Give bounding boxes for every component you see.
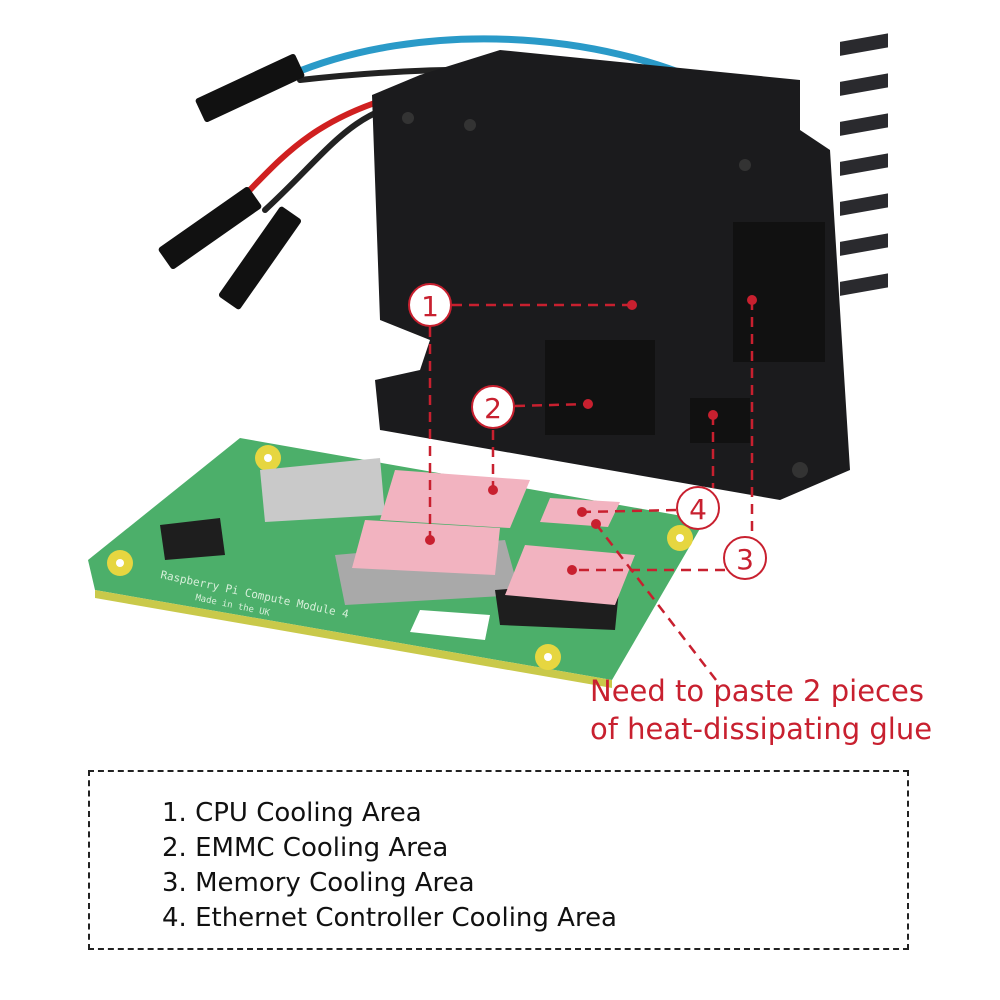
legend-item: 1. CPU Cooling Area xyxy=(162,798,422,828)
glue-note: Need to paste 2 pieces of heat-dissipati… xyxy=(590,672,932,748)
dupont-connectors xyxy=(158,53,305,310)
svg-text:3: 3 xyxy=(736,543,754,576)
emmc-pad xyxy=(380,470,530,528)
cpu-pad xyxy=(352,520,500,575)
legend-item: 4. Ethernet Controller Cooling Area xyxy=(162,903,617,933)
callout-dots xyxy=(425,295,757,575)
glue-note-line-2: of heat-dissipating glue xyxy=(590,712,933,746)
glue-note-line-1: Need to paste 2 pieces xyxy=(590,674,924,708)
qr-label xyxy=(410,610,490,640)
callout-markers: 1 2 3 4 xyxy=(408,283,767,580)
callout-1: 1 xyxy=(408,283,452,327)
callout-2: 2 xyxy=(471,385,515,429)
legend-box: 1. CPU Cooling Area 2. EMMC Cooling Area… xyxy=(88,770,909,950)
legend-item: 3. Memory Cooling Area xyxy=(162,868,475,898)
callout-lines xyxy=(428,300,754,681)
legend-item: 2. EMMC Cooling Area xyxy=(162,833,449,863)
callout-4: 4 xyxy=(676,486,720,530)
svg-text:4: 4 xyxy=(689,493,707,526)
svg-text:2: 2 xyxy=(484,392,502,425)
memory-pad xyxy=(505,545,635,605)
heatsink xyxy=(372,33,888,500)
svg-text:1: 1 xyxy=(421,290,439,323)
wifi-module xyxy=(260,458,385,522)
callout-3: 3 xyxy=(723,536,767,580)
